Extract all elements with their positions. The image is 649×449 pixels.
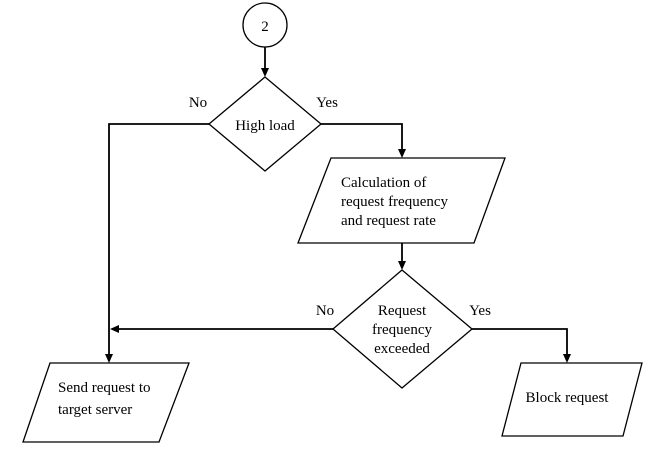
arrowhead	[105, 354, 113, 363]
high-load-yes-label: Yes	[316, 95, 338, 111]
frequency-line-2: frequency	[372, 322, 432, 338]
arrowhead	[398, 261, 406, 270]
calculation-line-3: and request rate	[341, 213, 436, 229]
frequency-no-label: No	[316, 303, 334, 319]
arrow-frequency-yes	[472, 328, 568, 355]
arrow-high-load-yes	[321, 123, 403, 150]
send-request-box	[22, 362, 190, 443]
calculation-line-2: request frequency	[341, 194, 449, 210]
calculation-line-1: Calculation of	[341, 175, 426, 191]
frequency-yes-label: Yes	[469, 303, 491, 319]
send-request-line-1: Send request to	[58, 380, 150, 396]
arrowhead	[110, 325, 119, 333]
decision-high-load-label: High load	[235, 118, 295, 134]
arrow-high-load-no	[108, 123, 209, 355]
decision-high-load	[207, 76, 323, 172]
arrowhead	[398, 149, 406, 158]
high-load-no-label: No	[189, 95, 207, 111]
frequency-line-1: Request	[378, 303, 427, 319]
block-request-label: Block request	[526, 390, 610, 406]
calculation-box	[297, 157, 506, 244]
decision-frequency-exceeded	[331, 269, 474, 389]
frequency-line-3: exceeded	[374, 341, 430, 357]
connector-number: 2	[261, 19, 269, 35]
send-request-line-2: target server	[58, 402, 132, 418]
arrowhead	[261, 68, 269, 77]
arrowhead	[563, 354, 571, 363]
block-request-box	[501, 362, 643, 437]
